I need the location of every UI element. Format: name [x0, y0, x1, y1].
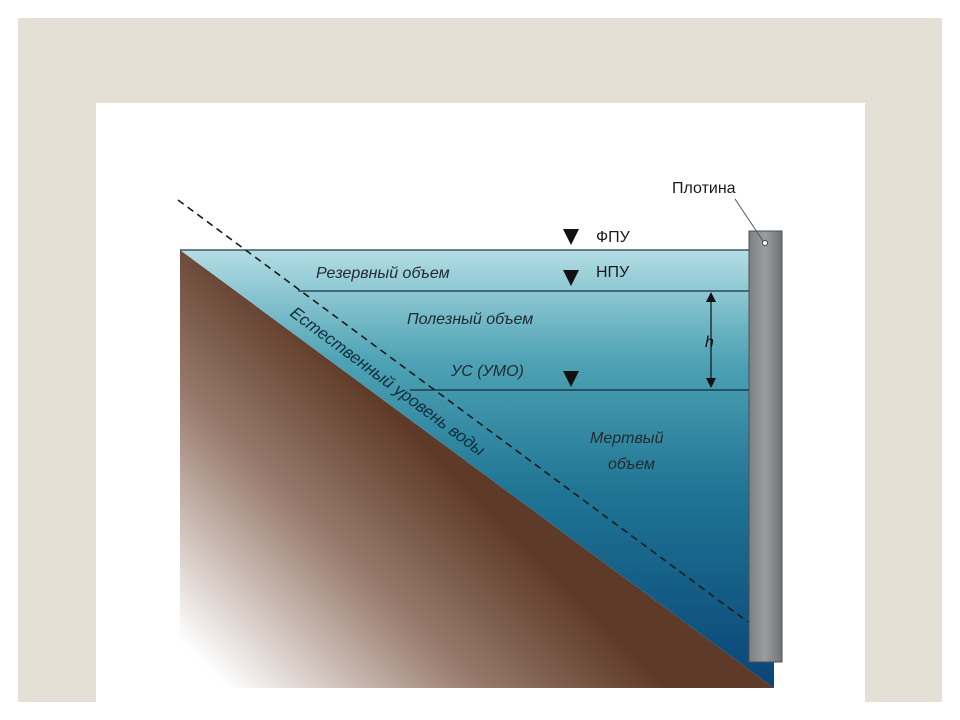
dam-leader-line — [734, 198, 764, 242]
natural-level-dashed-line — [177, 199, 749, 623]
height-arrow-bottom-icon — [706, 378, 716, 388]
dam-label: Плотина — [672, 180, 736, 197]
reservoir-water — [180, 250, 774, 688]
dead-volume-label-line2: объем — [608, 456, 655, 473]
height-label: h — [705, 334, 714, 351]
height-arrow-top-icon — [706, 292, 716, 302]
reserve-volume-label: Резервный объем — [316, 265, 450, 282]
dead-volume-label-line1: Мертвый — [590, 430, 664, 447]
us-marker-icon — [563, 371, 579, 387]
fpu-label: ФПУ — [596, 229, 631, 246]
dam-marker-icon — [762, 240, 768, 246]
npu-label: НПУ — [596, 264, 630, 281]
useful-volume-label: Полезный объем — [407, 311, 533, 328]
dam — [748, 230, 783, 663]
npu-marker-icon — [563, 270, 579, 286]
us-label: УС (УМО) — [450, 363, 524, 380]
fpu-marker-icon — [563, 229, 579, 245]
